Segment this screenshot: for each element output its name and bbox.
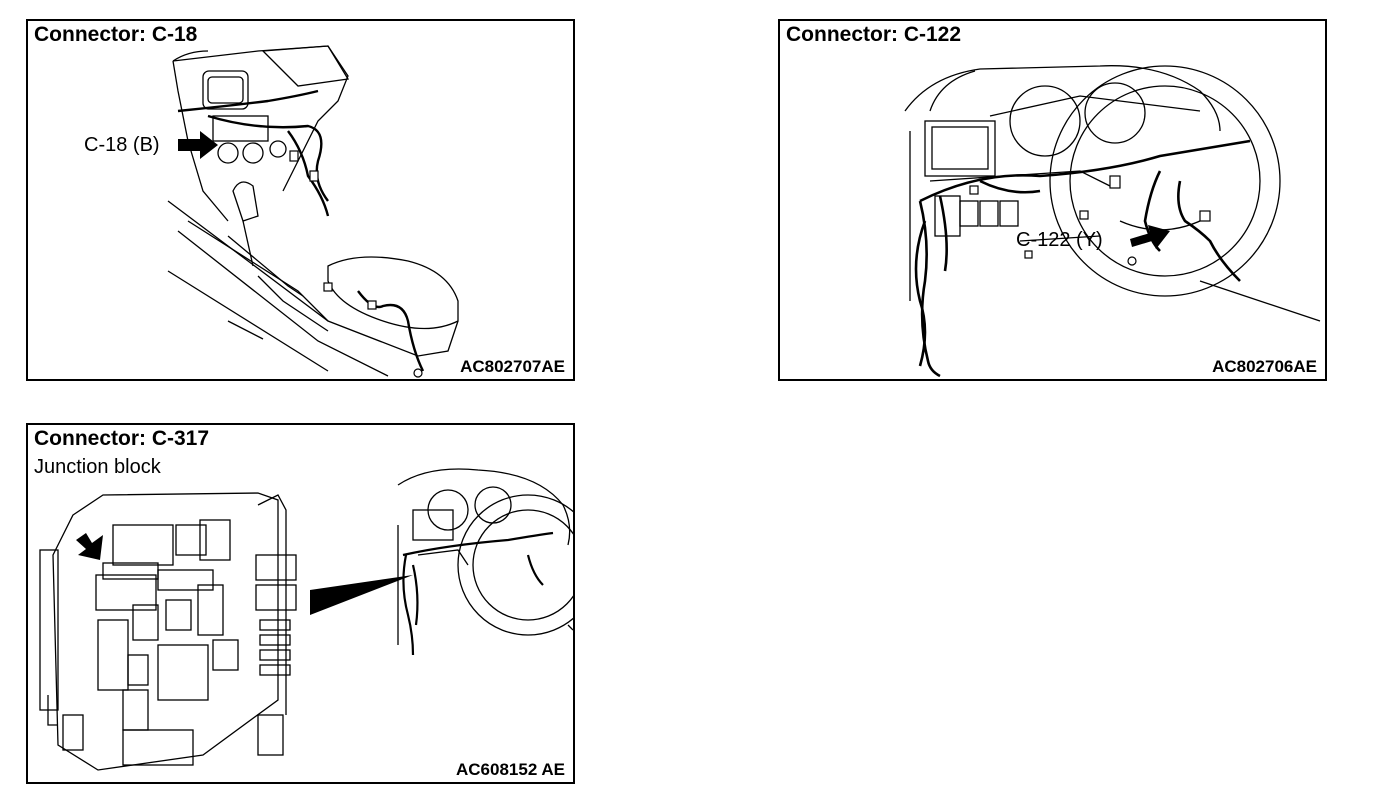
connector-callout: C-18 (B) — [84, 134, 160, 156]
figure-code: AC802707AE — [460, 357, 565, 376]
figure-code: AC802706AE — [1212, 357, 1317, 376]
panel-title: Connector: C-18 — [34, 23, 198, 46]
panel-connector-c18: Connector: C-18 C-18 (B) AC802707AE — [26, 19, 575, 381]
panel-title: Connector: C-317 — [34, 427, 210, 450]
figure-code: AC608152 AE — [456, 760, 565, 779]
panel-title: Connector: C-122 — [786, 23, 962, 46]
center-console-illustration — [167, 45, 459, 378]
panel-connector-c122: Connector: C-122 C-122 (Y) AC802706AE — [778, 19, 1327, 381]
instrument-panel-illustration — [904, 65, 1321, 378]
panel-subtitle: Junction block — [34, 456, 161, 478]
panel-connector-c317: Connector: C-317 Junction block AC608152… — [26, 423, 575, 784]
junction-block-illustration — [39, 468, 573, 771]
connector-callout: C-122 (Y) — [1016, 229, 1103, 251]
